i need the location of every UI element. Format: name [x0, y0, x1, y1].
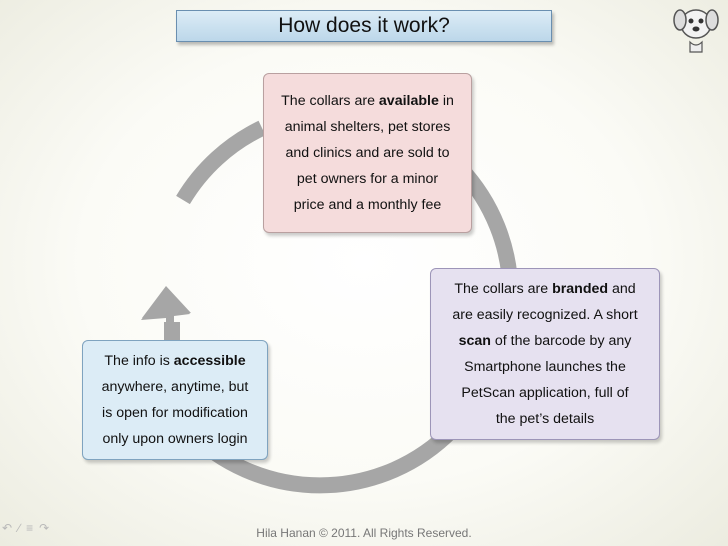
text-line: scan of the barcode by any: [458, 333, 632, 349]
slide-title: How does it work?: [278, 14, 450, 37]
text-line: is open for modification: [102, 405, 248, 421]
dog-logo-icon: [673, 9, 719, 53]
text-line: Smartphone launches the: [464, 359, 626, 375]
step-text-access: The info is accessible anywhere, anytime…: [102, 348, 249, 452]
text-line: and clinics and are sold to: [285, 145, 450, 161]
text-line: PetScan application, full of: [461, 385, 629, 401]
text-line: The info is accessible: [104, 353, 246, 369]
menu-icon[interactable]: ≡: [26, 521, 34, 535]
footer-copyright: Hila Hanan © 2011. All Rights Reserved.: [256, 526, 472, 540]
step-box-availability: The collars are available in animal shel…: [263, 73, 472, 233]
slide-nav: ↶ ∕ ≡ ↷: [2, 521, 49, 535]
step-box-access: The info is accessible anywhere, anytime…: [82, 340, 268, 460]
step-box-scan: The collars are branded and are easily r…: [430, 268, 660, 440]
step-text-availability: The collars are available in animal shel…: [281, 88, 454, 218]
text-line: anywhere, anytime, but: [101, 379, 249, 395]
pen-icon[interactable]: ∕: [18, 521, 21, 535]
text-line: pet owners for a minor: [296, 171, 439, 187]
next-slide-icon[interactable]: ↷: [39, 521, 50, 535]
text-line: price and a monthly fee: [293, 197, 442, 213]
prev-slide-icon[interactable]: ↶: [2, 521, 13, 535]
text-line: the pet’s details: [495, 411, 595, 427]
text-line: are easily recognized. A short: [452, 307, 638, 323]
step-text-scan: The collars are branded and are easily r…: [452, 276, 637, 432]
title-box: How does it work?: [176, 10, 552, 42]
text-line: The collars are branded and: [454, 281, 636, 297]
text-line: only upon owners login: [102, 431, 248, 447]
text-line: animal shelters, pet stores: [284, 119, 451, 135]
text-line: The collars are available in: [281, 93, 454, 109]
